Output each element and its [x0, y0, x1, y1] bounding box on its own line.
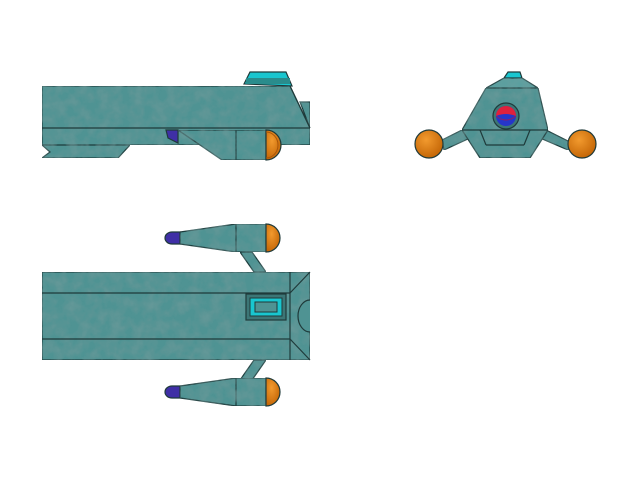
side-top-fin-band: [246, 78, 290, 84]
top-lower-nacelle-tip: [164, 385, 181, 399]
top-lower-nacelle-rear: [235, 377, 267, 407]
side-blue-wedge: [165, 129, 179, 144]
side-keel: [40, 144, 132, 159]
top-upper-nacelle-tip: [164, 231, 181, 245]
front-top-cap: [502, 71, 523, 79]
top-upper-engine-cap: [265, 223, 281, 253]
front-right-engine: [567, 129, 597, 159]
top-lower-pylon: [238, 359, 268, 381]
top-upper-nacelle: [179, 223, 237, 253]
front-upper-facet: [483, 77, 541, 89]
top-upper-nacelle-rear: [235, 223, 267, 253]
side-engine-cap: [265, 129, 282, 161]
top-lower-engine-cap: [265, 377, 281, 407]
front-left-engine: [414, 129, 444, 159]
top-lower-nacelle: [179, 377, 237, 407]
front-view: [414, 71, 597, 159]
side-view: [40, 71, 311, 161]
top-nose-notch: [297, 299, 311, 333]
top-view: [41, 223, 311, 407]
top-upper-pylon: [238, 251, 268, 273]
side-nacelle-rear: [235, 129, 267, 161]
